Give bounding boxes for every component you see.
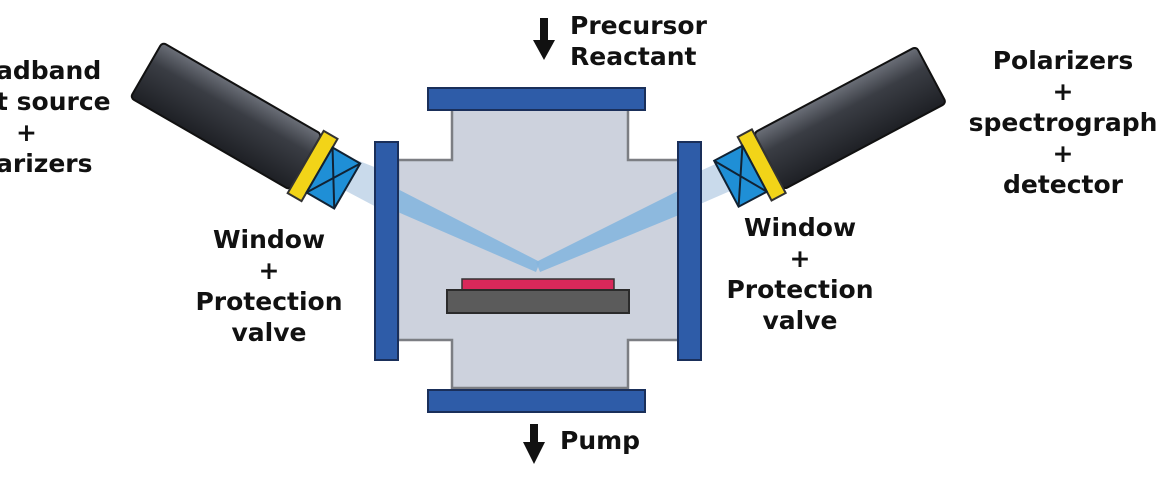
left-window-line-4: valve [231,318,307,347]
top-flange [427,87,646,111]
precursor-label-line-1: Precursor [570,11,707,40]
right-window-line-3: Protection [726,275,874,304]
sample-stage [446,289,630,314]
bottom-flange [427,389,646,413]
sample [461,278,615,291]
detector-arm [712,46,946,209]
detector-line-4: + [1052,139,1074,168]
left-window-label: Window + Protection valve [188,224,350,348]
vacuum-chamber [396,106,682,390]
light-source-line-3: + [16,118,37,147]
light-source-label: adband t source + arizers [0,55,120,179]
right-window-flange [677,141,702,361]
light-source-tube [130,42,322,190]
left-window-line-2: + [258,256,280,285]
light-source-line-1: adband [0,56,102,85]
detector-line-5: detector [1002,170,1124,199]
detector-label: Polarizers + spectrograph + detector [960,45,1166,200]
light-source-line-4: arizers [0,149,93,178]
detector-line-3: spectrograph [968,108,1158,137]
left-window-line-1: Window [212,225,326,254]
left-window-flange [374,141,399,361]
right-window-label: Window + Protection valve [718,212,882,336]
reflected-beam [536,182,696,272]
left-filter-cross-b [306,162,361,194]
incident-beam [384,182,540,272]
right-window-line-1: Window [743,213,857,242]
pump-label: Pump [560,426,641,455]
detector-tube [754,46,946,190]
light-source-arm [130,42,362,210]
right-window-line-4: valve [762,306,838,335]
detector-line-1: Polarizers [992,46,1134,75]
precursor-arrow [533,18,555,60]
precursor-label-line-2: Reactant [570,42,697,71]
precursor-reactant-label: Precursor Reactant [570,10,707,72]
detector-line-2: + [1052,77,1074,106]
light-source-line-2: t source [0,87,111,116]
pump-arrow [523,424,545,464]
right-window-line-2: + [789,244,811,273]
left-window-line-3: Protection [195,287,343,316]
right-filter-cross-b [737,145,744,207]
